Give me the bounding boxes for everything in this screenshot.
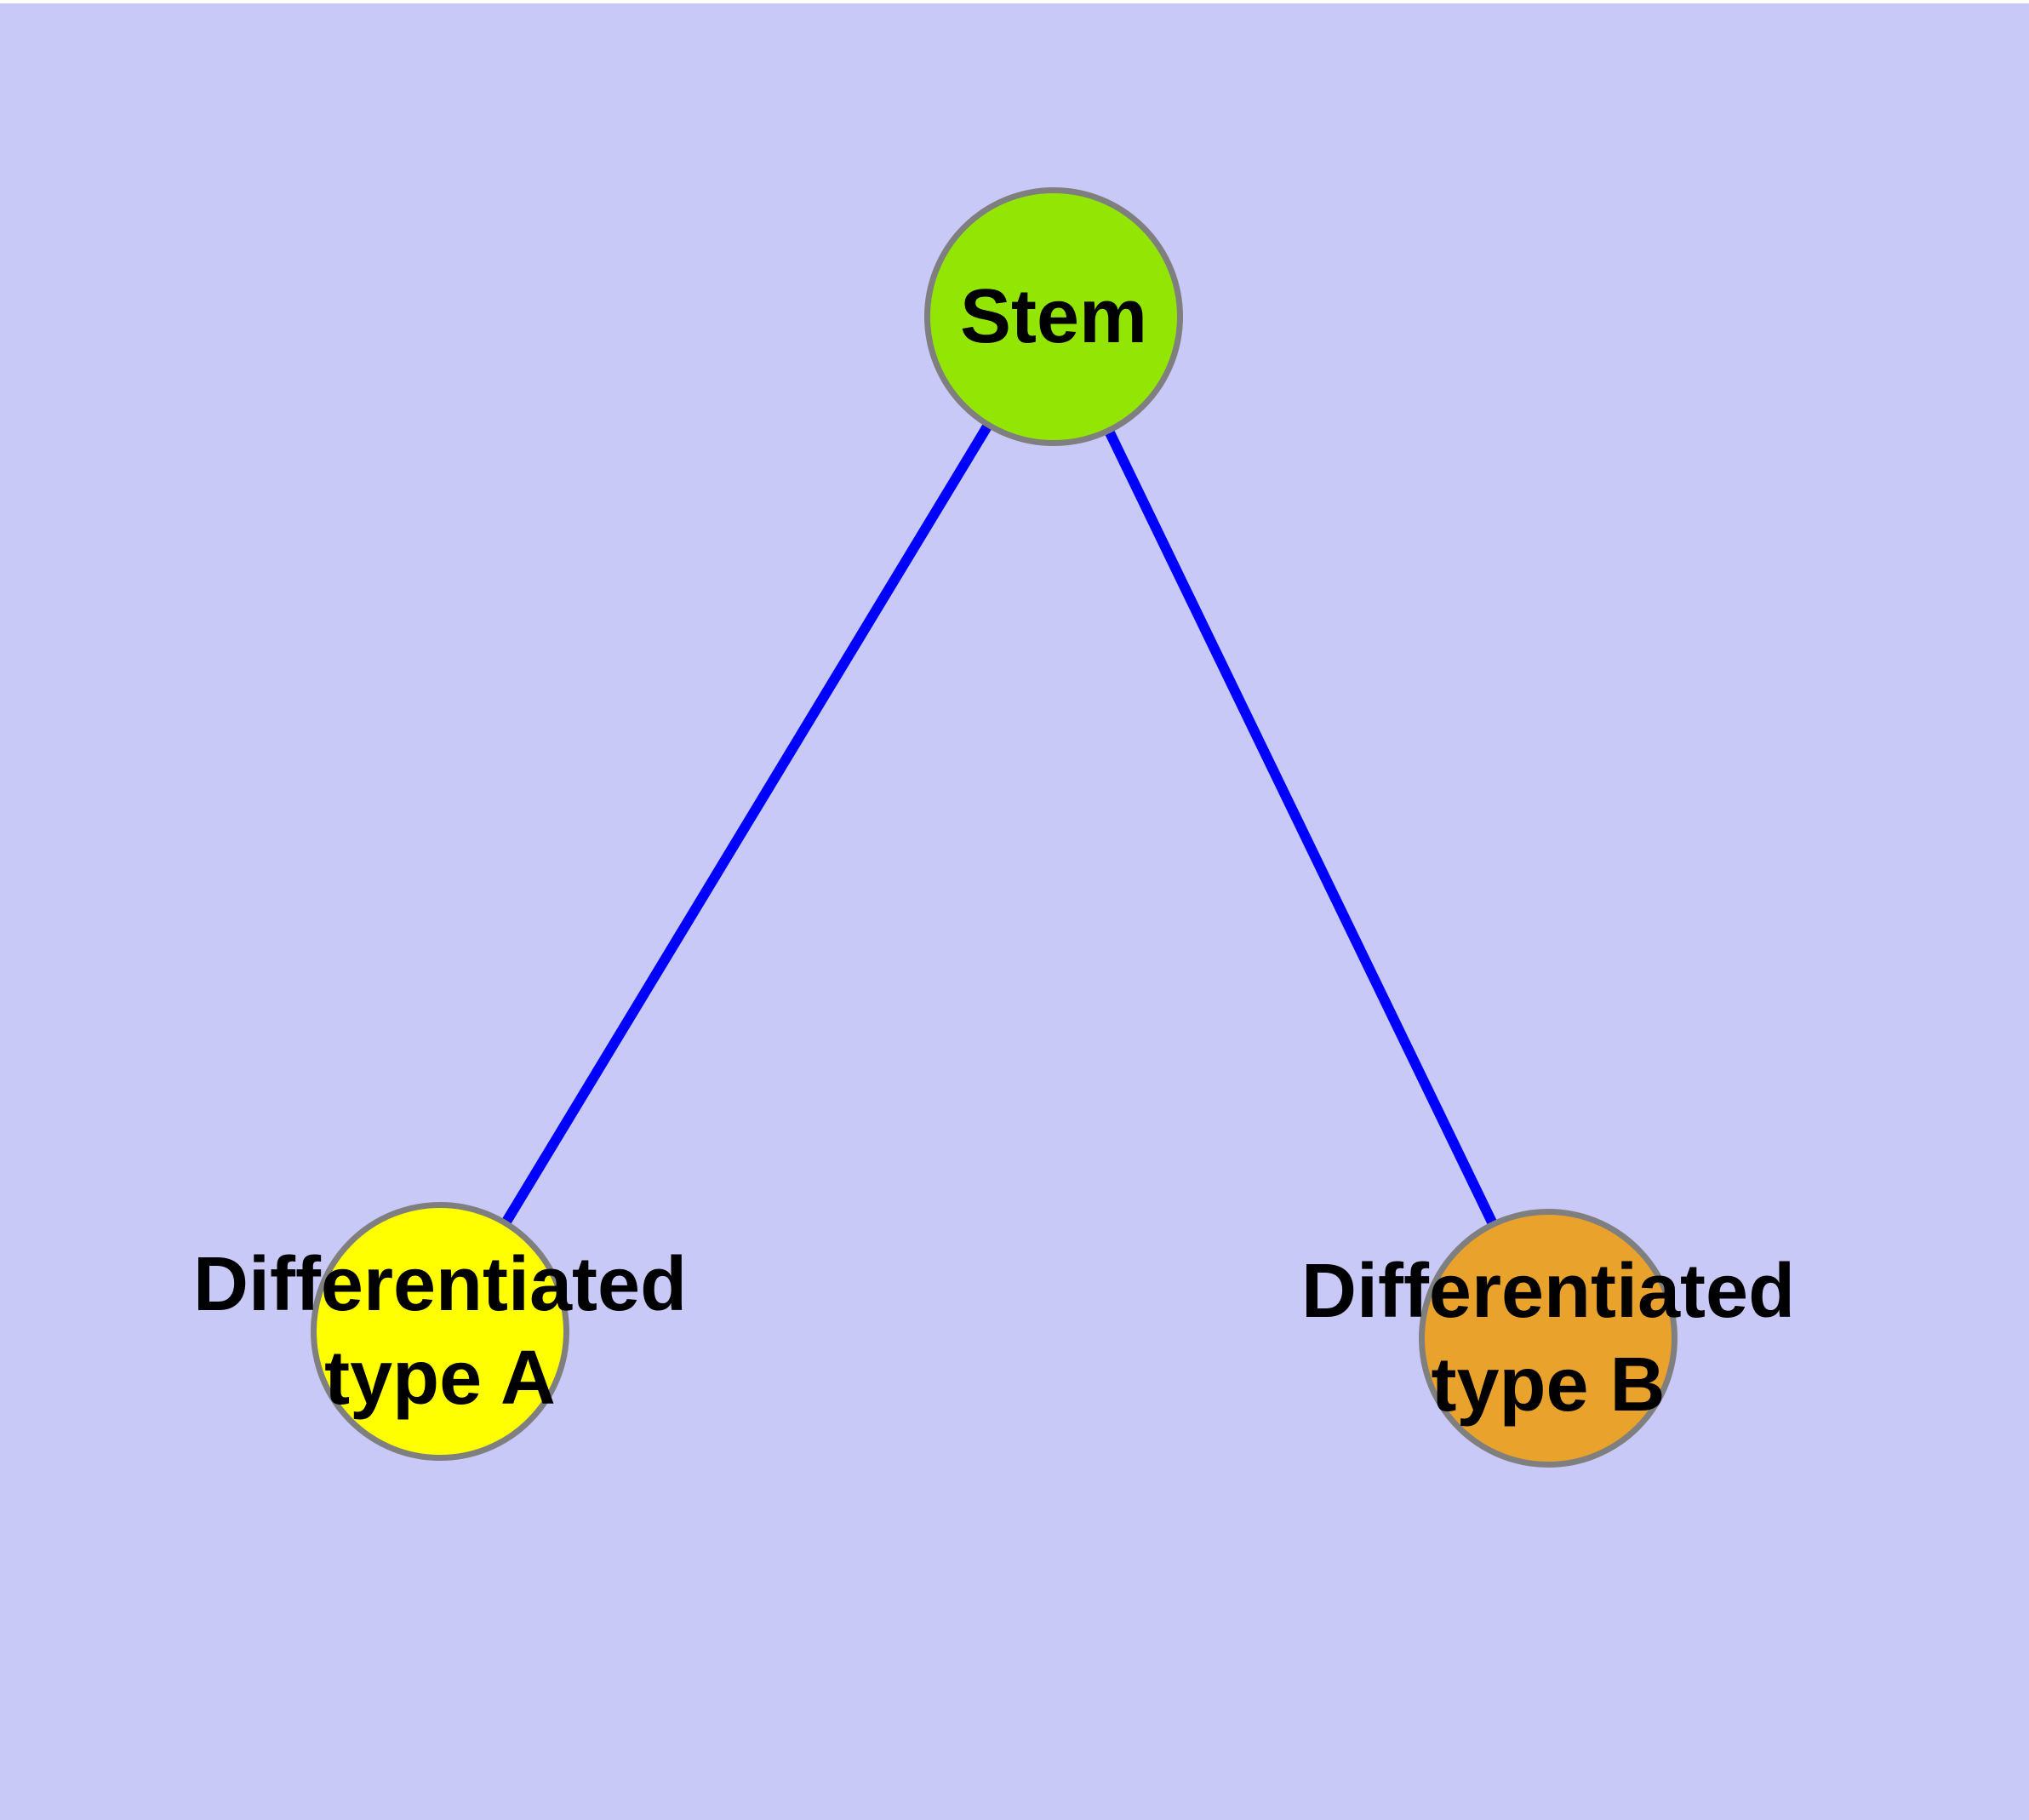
node-differentiated-type-a: Differentiated type A — [193, 1202, 687, 1461]
node-differentiated-type-a-label-line: Differentiated — [192, 1242, 688, 1327]
node-differentiated-type-a-label-line: type A — [324, 1336, 556, 1421]
node-differentiated-type-b-label-line: Differentiated — [1300, 1249, 1796, 1334]
node-stem-label: Stem — [960, 270, 1147, 363]
edge-stem-to-type-b — [1049, 314, 1553, 1341]
edge-stem-to-type-a — [435, 313, 1059, 1335]
node-differentiated-type-b: Differentiated type B — [1301, 1209, 1795, 1468]
node-differentiated-type-a-label: Differentiated type A — [193, 1238, 687, 1425]
node-stem-label-line: Stem — [959, 274, 1148, 359]
node-differentiated-type-b-label: Differentiated type B — [1301, 1245, 1795, 1432]
node-stem: Stem — [924, 187, 1183, 446]
node-differentiated-type-b-label-line: type B — [1431, 1342, 1666, 1428]
